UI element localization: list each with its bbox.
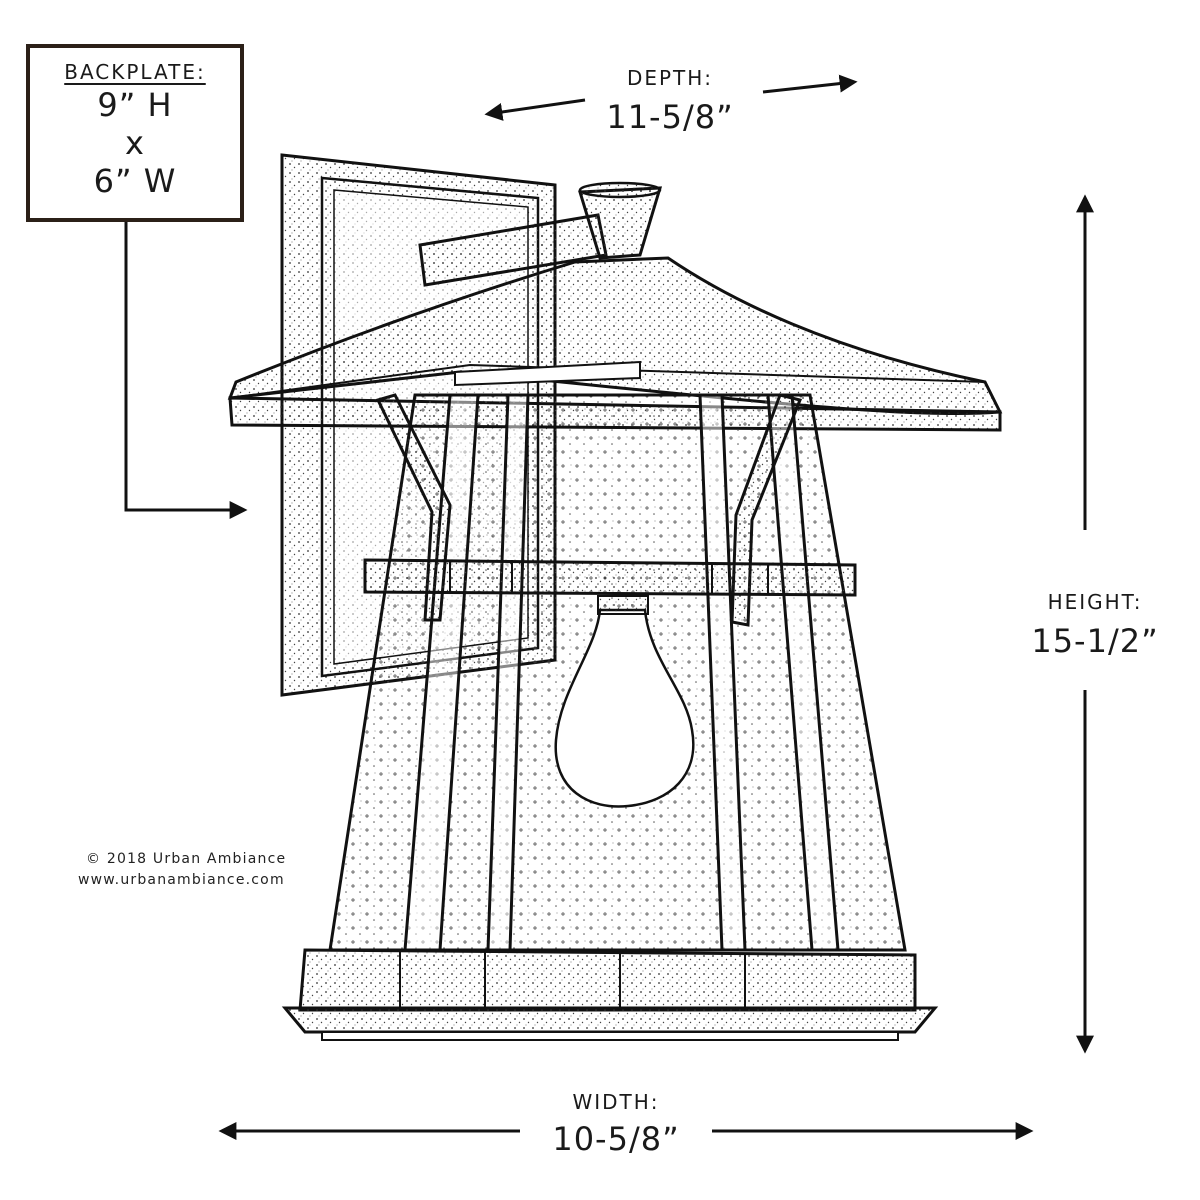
copyright-text: © 2018 Urban Ambiance [86, 851, 287, 867]
lantern-base [281, 948, 939, 1041]
height-value: 15-1/2” [1031, 622, 1159, 660]
height-label: HEIGHT: [1047, 590, 1143, 614]
depth-label: DEPTH: [626, 66, 714, 90]
backplate-dimension-box: BACKPLATE: 9” H x 6” W [26, 44, 244, 222]
backplate-height: 9” H [97, 86, 173, 124]
backplate-width: 6” W [93, 162, 177, 200]
width-label: WIDTH: [572, 1090, 660, 1114]
light-bulb [554, 595, 695, 808]
lantern-middle-band [363, 558, 857, 597]
backplate-title: BACKPLATE: [64, 60, 206, 84]
finial [578, 181, 663, 260]
backplate-times: x [125, 124, 145, 162]
lantern-mullions [403, 393, 840, 952]
depth-value: 11-5/8” [606, 98, 734, 136]
website-text: www.urbanambiance.com [78, 872, 285, 888]
width-value: 10-5/8” [552, 1120, 680, 1158]
depth-arrows [484, 74, 858, 121]
backplate-leader [124, 222, 248, 519]
